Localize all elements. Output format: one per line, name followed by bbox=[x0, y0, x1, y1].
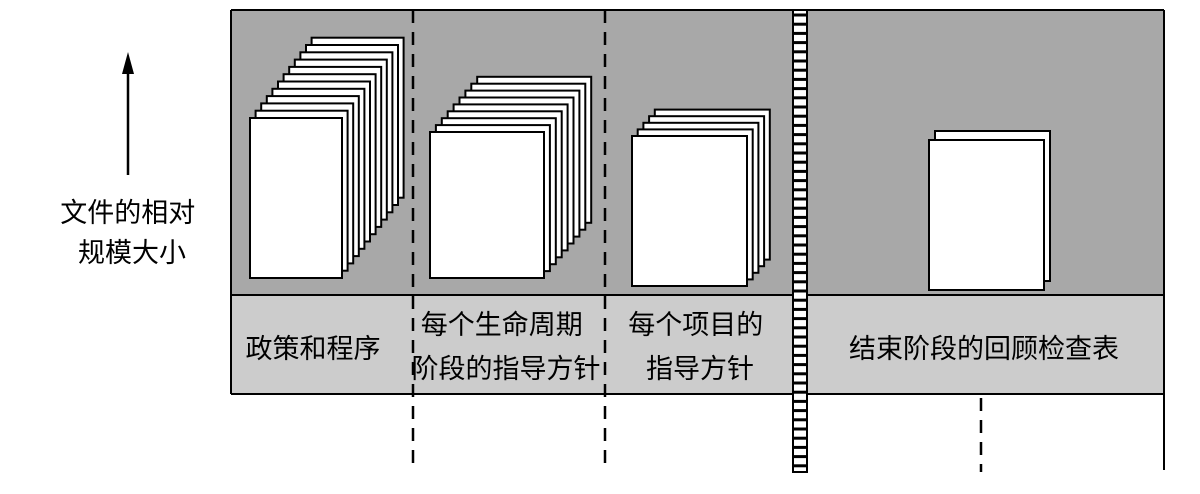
label-policies-procedures: 政策和程序 bbox=[246, 334, 381, 365]
label-closing-checklist: 结束阶段的回顾检查表 bbox=[849, 334, 1119, 365]
phase-divider-ladder bbox=[792, 9, 808, 473]
label-project-guidelines: 每个项目的 指导方针 bbox=[628, 310, 772, 385]
axis-label: 文件的相对 规模大小 bbox=[60, 198, 204, 269]
stack-project-guidelines bbox=[631, 108, 771, 287]
label-lifecycle-phase-guidelines: 每个生命周期 阶段的指导方针 bbox=[412, 310, 601, 385]
stack-closing-checklist bbox=[928, 130, 1051, 291]
stack-lifecycle-phase-guidelines bbox=[429, 75, 593, 279]
document-page bbox=[249, 117, 343, 279]
document-page bbox=[429, 131, 545, 279]
document-page bbox=[631, 135, 748, 287]
label-band bbox=[231, 295, 1164, 394]
size-arrow bbox=[122, 52, 134, 175]
stack-policies-procedures bbox=[249, 36, 405, 279]
document-page bbox=[928, 139, 1045, 291]
